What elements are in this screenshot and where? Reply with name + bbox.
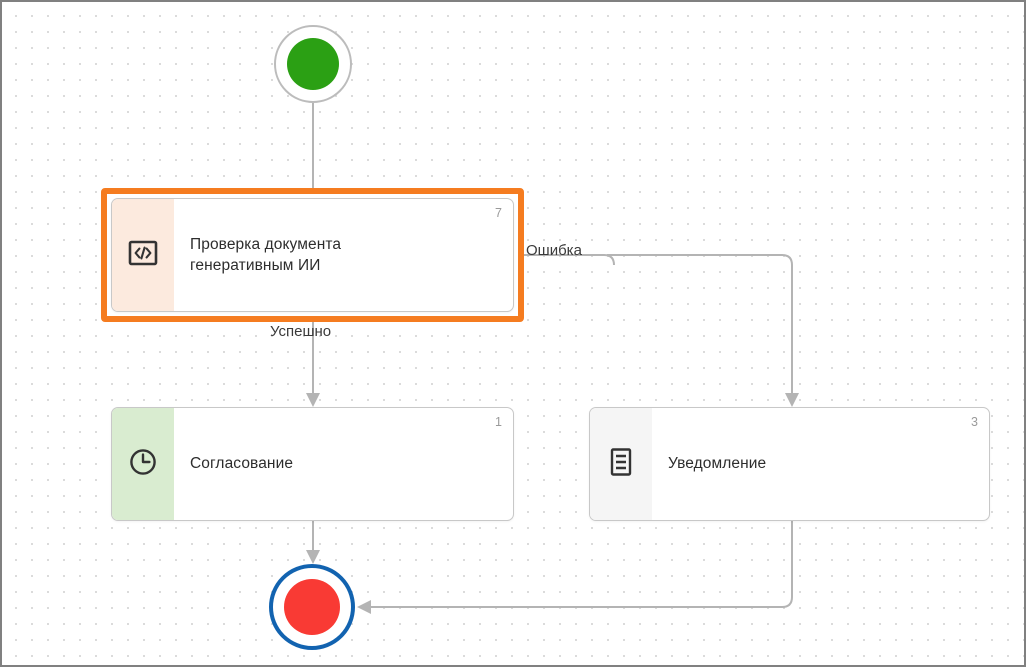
node-check-icon-strip <box>112 199 174 311</box>
node-approval-icon-strip <box>112 408 174 520</box>
code-brackets-icon <box>128 238 158 273</box>
node-notification-body: 3 Уведомление <box>652 408 989 520</box>
node-approval-label: Согласование <box>190 455 294 473</box>
edge-check-to-notify <box>524 254 799 407</box>
document-lines-icon <box>606 447 636 482</box>
node-notification-label: Уведомление <box>668 455 767 473</box>
end-event-core <box>284 579 340 635</box>
node-notification-counter: 3 <box>971 415 978 429</box>
node-check-label-line-1: Проверка документа <box>190 235 342 253</box>
edge-label-success: Успешно <box>270 323 332 340</box>
node-check-body: 7 Проверка документа генеративным ИИ <box>174 199 513 311</box>
edge-notify-to-end <box>357 521 793 614</box>
start-event-node[interactable] <box>274 25 352 103</box>
node-check-label-line-2: генеративным ИИ <box>190 257 321 274</box>
node-notification[interactable]: 3 Уведомление <box>589 407 990 521</box>
node-check-counter: 7 <box>495 206 502 220</box>
start-event-core <box>287 38 339 90</box>
edge-approve-to-end <box>306 521 320 564</box>
node-check-label: Проверка документа генеративным ИИ <box>190 234 341 277</box>
node-approval-body: 1 Согласование <box>174 408 513 520</box>
node-approval-counter: 1 <box>495 415 502 429</box>
clock-icon <box>128 447 158 482</box>
node-check-document[interactable]: 7 Проверка документа генеративным ИИ <box>111 198 514 312</box>
edge-label-error: Ошибка <box>526 242 582 259</box>
node-approval[interactable]: 1 Согласование <box>111 407 514 521</box>
end-event-node[interactable] <box>269 564 355 650</box>
node-notification-icon-strip <box>590 408 652 520</box>
